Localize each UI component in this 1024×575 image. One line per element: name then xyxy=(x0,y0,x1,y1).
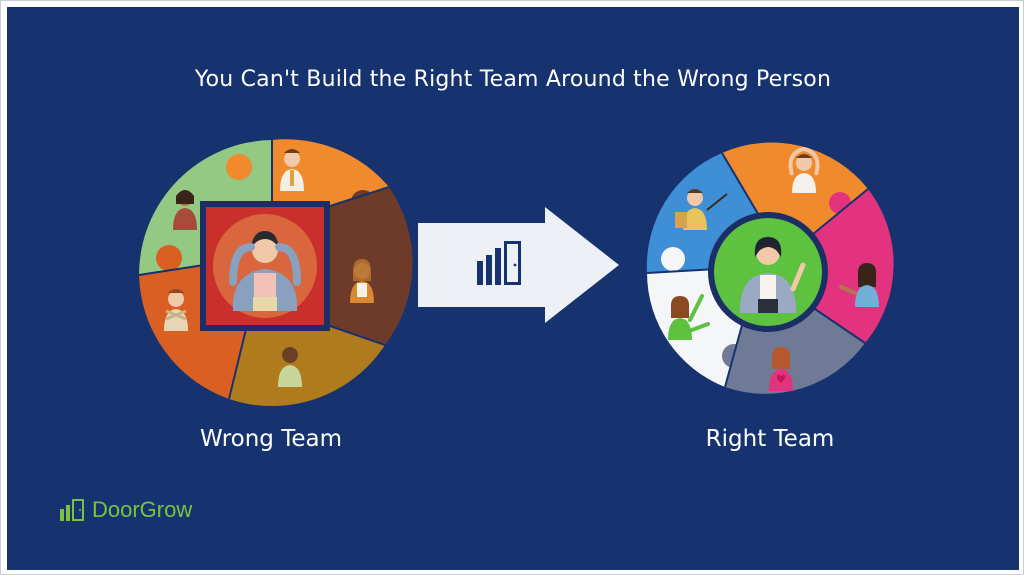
person-upper-left-icon xyxy=(173,190,197,230)
doorgrow-logo-icon xyxy=(60,499,84,521)
person-top-icon xyxy=(280,149,304,191)
diagram-art xyxy=(138,139,894,407)
transition-arrow xyxy=(418,207,619,323)
person-right-icon xyxy=(350,259,374,303)
page-title: You Can't Build the Right Team Around th… xyxy=(194,67,832,92)
wrong-team-caption: Wrong Team xyxy=(199,426,342,452)
wrong-team-puzzle xyxy=(138,139,413,407)
person-bottom-icon xyxy=(278,347,302,387)
heart-hands-person-icon xyxy=(788,146,820,193)
heart-person-icon xyxy=(769,347,793,391)
confident-person-icon xyxy=(739,237,806,313)
doorgrow-logo: DoorGrow xyxy=(60,497,192,523)
wrong-piece-red-orange xyxy=(139,265,247,399)
wrong-piece-gold xyxy=(229,325,385,407)
doorgrow-arrow-icon xyxy=(477,241,521,285)
slide-panel: You Can't Build the Right Team Around th… xyxy=(7,7,1019,570)
teacher-person-icon xyxy=(675,189,728,230)
right-center-circle xyxy=(708,212,828,332)
person-left-icon xyxy=(164,289,188,331)
right-team-caption: Right Team xyxy=(705,426,835,452)
logo-text: DoorGrow xyxy=(92,497,193,522)
stressed-person-icon xyxy=(229,231,301,311)
pointing-person-icon xyxy=(839,263,879,307)
cheering-person-icon xyxy=(668,294,710,340)
right-team-puzzle xyxy=(646,142,894,394)
